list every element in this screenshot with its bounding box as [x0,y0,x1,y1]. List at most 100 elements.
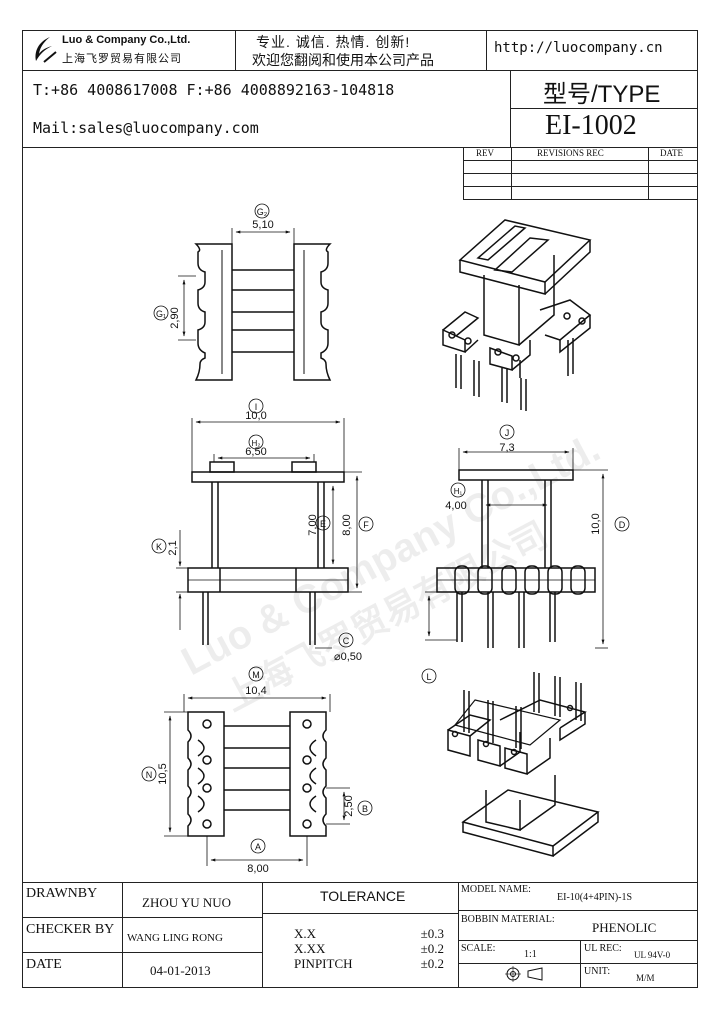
checker-value: WANG LING RONG [127,932,223,944]
dim-c-letter: C [343,636,350,646]
dim-i-value: 10,0 [245,410,266,422]
tb-col-1 [122,882,123,988]
type-label: 型号/TYPE [543,81,661,108]
dim-a-letter: A [255,842,261,852]
header-col-divider-1 [235,30,236,70]
dim-m-letter: M [252,670,260,680]
unit-label: UNIT: [584,966,611,977]
dim-n-value: 10,5 [157,763,169,784]
dim-e-letter: E [320,519,326,529]
tb-row-1 [22,917,262,918]
model-name-label: MODEL NAME: [461,884,531,895]
dim-k-value: 2,1 [167,540,179,555]
dim-h1-value: 4,00 [445,500,466,512]
tolerance-label: TOLERANCE [320,888,406,904]
dim-m-value: 10,4 [245,685,266,697]
tb-row-2 [22,952,262,953]
company-logo-icon [35,37,57,63]
tb-col-3 [458,882,459,988]
dim-d-value: 10,0 [590,513,602,534]
website-link[interactable]: http://luocompany.cn [494,40,663,56]
dim-j-value: 7,3 [499,442,514,454]
side-view-dims [421,424,630,684]
tolerance-row: X.XX±0.2 [294,941,444,956]
rev-row-2 [463,173,698,174]
bobbin-material-label: BOBBIN MATERIAL: [461,914,555,925]
rev-header-rev: REV [476,148,494,158]
dim-g2-letter: G₂ [257,207,268,217]
dim-h2-letter: H₂ [252,439,261,448]
side-view [436,469,596,648]
date-label: DATE [26,957,62,972]
dim-h2-value: 6,50 [245,446,266,458]
rev-row-1 [463,160,698,161]
iso-view-bottom [447,672,600,857]
tolerance-row: X.X±0.3 [294,926,444,941]
ul-rec-label: UL REC: [584,943,622,954]
projection-symbol-icon [505,966,543,982]
tb-right-col [580,940,581,988]
dim-h1-letter: H₁ [454,487,463,496]
drawnby-value: ZHOU YU NUO [142,895,232,910]
tb-tol-divider [262,913,458,914]
dim-a-value: 8,00 [247,863,268,875]
dim-e-value: 7,00 [307,514,319,535]
bottom-view-dims [141,666,373,866]
company-name-en: Luo & Company Co.,Ltd. [62,34,191,46]
dim-d-letter: D [619,520,626,530]
header-divider [22,70,510,71]
bottom-view [187,711,327,837]
tb-right-row-1 [458,910,698,911]
dim-f-value: 8,00 [341,514,353,535]
header-col-divider-2 [486,30,487,70]
model-name-value: EI-10(4+4PIN)-1S [557,892,633,903]
tolerance-table: X.X±0.3 X.XX±0.2 PINPITCH±0.2 [294,926,444,971]
company-name-cn: 上海飞罗贸易有限公司 [62,53,182,65]
dim-g2-value: 5,10 [252,219,273,231]
front-view-dims [151,398,374,649]
titleblock-top [22,882,698,883]
dim-c-value: ⌀0,50 [334,651,362,663]
rev-row-4 [463,199,698,200]
slogan-line-2: 欢迎您翻阅和使用本公司产品 [252,52,434,68]
tb-right-row-3 [458,963,698,964]
ul-rec-value: UL 94V-0 [634,950,671,960]
front-view [187,461,349,645]
dim-g1-value: 2,90 [169,307,181,328]
drawnby-label: DRAWNBY [26,886,98,901]
rev-row-3 [463,186,698,187]
tb-col-2 [262,882,263,988]
header-type-mid [510,108,698,109]
model-number: EI-1002 [545,110,637,141]
scale-value: 1:1 [524,949,537,960]
bobbin-material-value: PHENOLIC [592,920,657,935]
dim-i-letter: I [255,402,258,412]
slogan-line-1: 专业. 诚信. 热情. 创新! [256,34,411,50]
dim-g1-letter: G₁ [156,309,166,319]
checker-label: CHECKER BY [26,922,115,937]
top-view [194,243,332,381]
iso-view-top [442,219,592,411]
dim-k-letter: K [156,542,162,552]
drawing-frame [22,30,698,988]
tb-right-row-2 [458,940,698,941]
dim-l-letter: L [426,672,431,682]
dim-f-letter: F [363,520,369,530]
mail-address: Mail:sales@luocompany.com [33,119,259,137]
dimension-labels: G₂ 5,10 G₁ 2,90 I 10,0 H₂ 6,50 7,00 E 8,… [146,207,626,875]
header-bottom-line [22,147,698,148]
rev-header-date: DATE [660,148,683,158]
phone-fax: T:+86 4008617008 F:+86 4008892163-104818 [33,81,395,99]
dim-b-value: 2,50 [343,795,355,816]
dim-j-letter: J [505,428,510,438]
rev-header-rec: REVISIONS REC [537,148,604,158]
dim-b-letter: B [362,804,368,814]
tolerance-row: PINPITCH±0.2 [294,956,444,971]
unit-value: M/M [636,973,655,983]
dim-n-letter: N [146,770,153,780]
header-type-top [486,70,698,71]
top-view-dims [153,203,295,341]
scale-label: SCALE: [461,943,496,954]
date-value: 04-01-2013 [150,963,211,978]
